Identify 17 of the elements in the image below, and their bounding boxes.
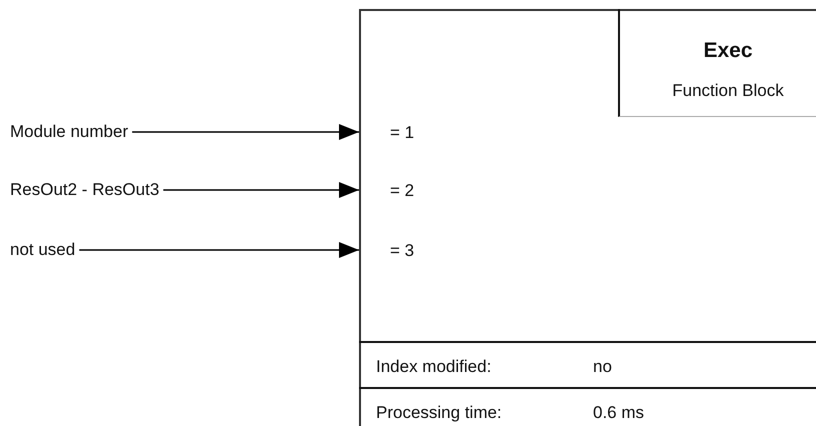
header-box [618,9,816,117]
arrow [163,182,359,198]
arrow [132,124,359,140]
pin-label: = 2 [390,181,414,201]
pin-label: = 1 [390,123,414,143]
input-label: not used [10,240,76,260]
block-subtitle: Function Block [671,81,785,101]
field-value: no [593,357,612,377]
input-label: Module number [10,122,128,142]
field-value: 0.6 ms [593,403,644,423]
field-name: Processing time: [376,403,502,423]
field-name: Index modified: [376,357,492,377]
input-label: ResOut2 - ResOut3 [10,180,160,200]
arrow [79,242,359,258]
function-block [359,9,816,426]
pin-label: = 3 [390,241,414,261]
block-title: Exec [702,41,754,61]
